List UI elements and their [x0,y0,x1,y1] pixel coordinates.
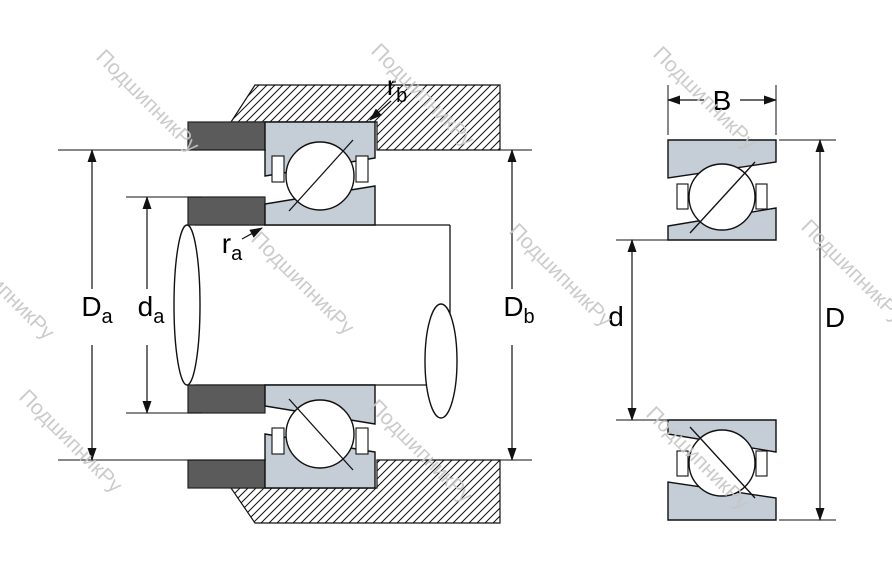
shaft-end-ellipse [424,303,458,419]
leader-arrow-ra [241,227,263,240]
cage-pocket [676,183,689,210]
spacer-block-top-inner [187,196,266,226]
watermark-text: ПодшипникРу [0,232,59,344]
watermark-text: ПодшипникРу [91,45,203,157]
dim-label-B: B [713,85,732,116]
contact-line-top [689,161,756,234]
watermark-text: ПодшипникРу [14,385,126,497]
cage-pocket [755,183,768,210]
contact-line-top [288,139,354,212]
shaft-shoulder-ellipse [173,224,201,386]
watermark-text: ПодшипникРу [648,42,760,154]
dim-label-d: d [608,301,624,332]
leader-arrow-rb [369,100,392,121]
dim-label-ra: ra [222,228,243,265]
outer-ring-top [667,139,777,179]
cage-pocket [355,155,369,183]
left-view-mounted-bearing: Da da Db rb ra [58,70,535,524]
outer-ring-bottom [667,481,777,521]
ball-top [688,163,756,231]
dim-label-Da: Da [81,291,113,328]
dim-label-rb: rb [387,70,407,107]
dim-label-da: da [138,291,166,328]
cage-pocket [271,427,285,455]
cage-pocket [355,427,369,455]
cage-pocket [271,155,285,183]
cage-pocket [755,450,768,477]
cage-pocket [676,450,689,477]
contact-line-bottom [288,398,354,471]
dim-label-Db: Db [503,291,534,328]
spacer-block-bottom-outer [187,459,266,489]
spacer-block-bottom-inner [187,384,266,414]
right-view-bearing: B d D [608,85,845,521]
dim-label-D: D [825,302,845,333]
contact-line-bottom [689,426,756,499]
shaft [196,226,448,384]
